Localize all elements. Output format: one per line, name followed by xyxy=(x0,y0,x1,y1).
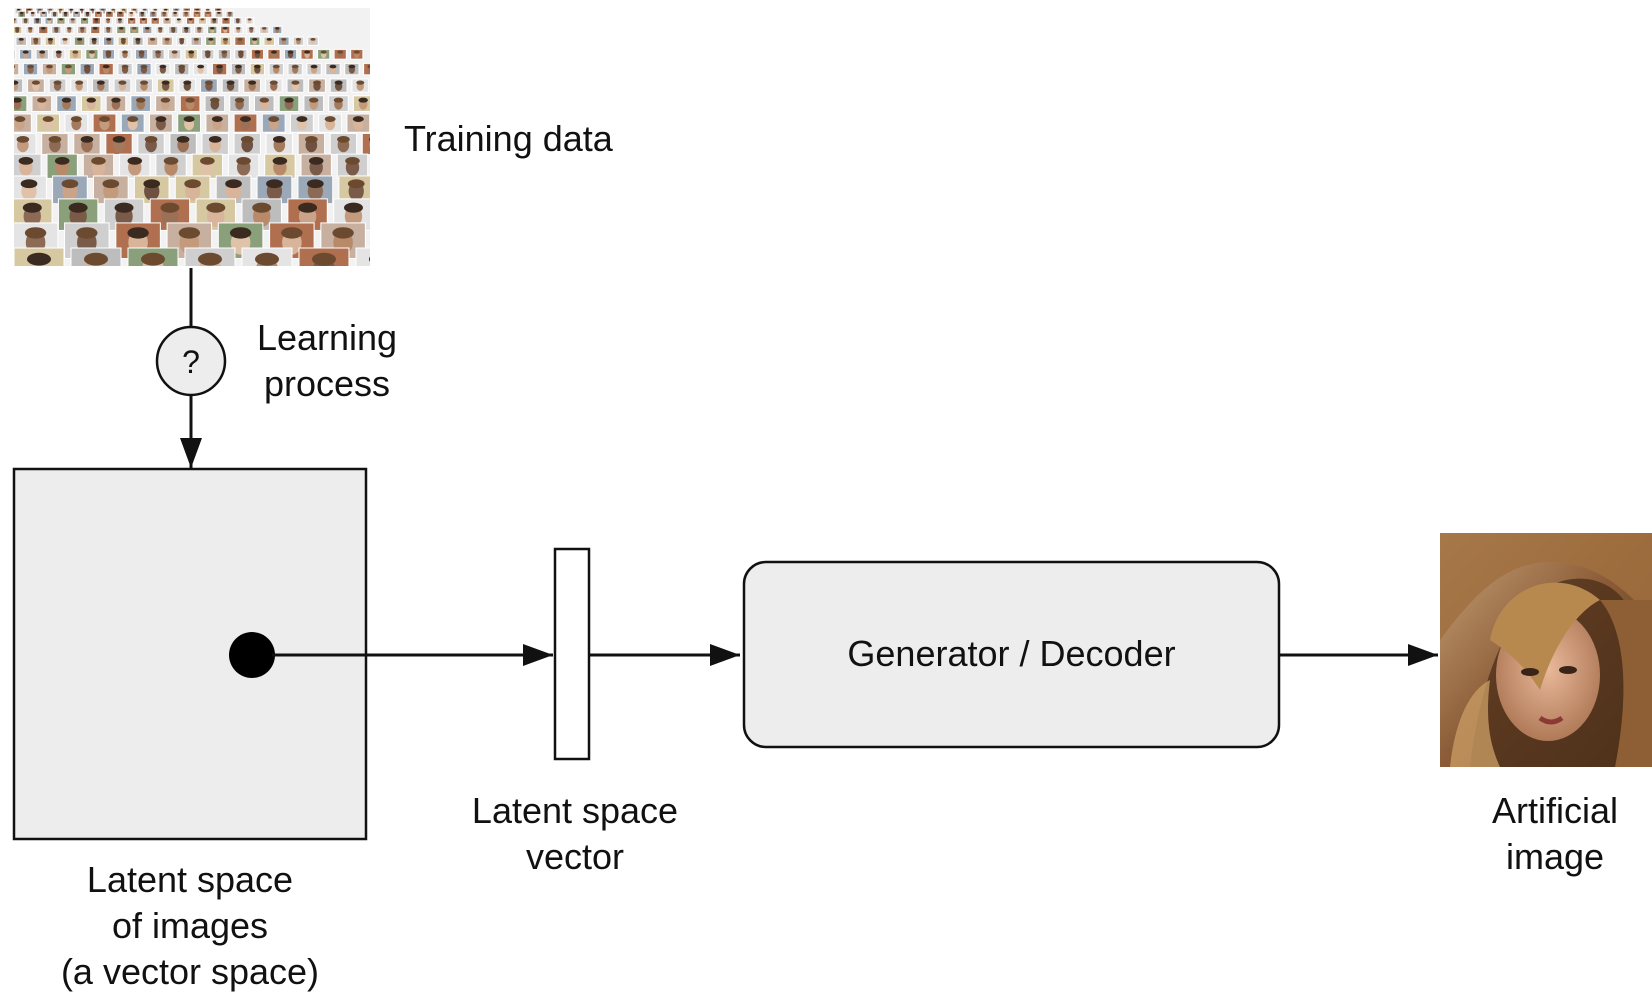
latent-space-line2: of images xyxy=(111,905,269,946)
artificial-image-line2: image xyxy=(1505,836,1605,877)
latent-space-line3: (a vector space) xyxy=(60,951,320,992)
latent-vector-line2: vector xyxy=(525,836,625,877)
artificial-image-line1: Artificial xyxy=(1491,790,1619,831)
latent-point xyxy=(229,632,275,678)
learning-process-line1: Learning xyxy=(256,317,398,358)
learning-process-label: Learning process xyxy=(232,315,422,407)
latent-space-label: Latent space of images (a vector space) xyxy=(20,857,360,995)
latent-vector-label: Latent space vector xyxy=(440,788,710,880)
generator-decoder-label: Generator / Decoder xyxy=(847,633,1176,674)
training-data-label: Training data xyxy=(404,118,613,159)
artificial-image-label: Artificial image xyxy=(1450,788,1652,880)
training-data-image xyxy=(14,8,370,266)
learning-process-line2: process xyxy=(263,363,391,404)
latent-vector-bar xyxy=(553,547,591,761)
artificial-image xyxy=(1440,533,1652,767)
learning-process-symbol: ? xyxy=(182,344,200,380)
latent-vector-line1: Latent space xyxy=(471,790,679,831)
latent-space-line1: Latent space xyxy=(86,859,294,900)
